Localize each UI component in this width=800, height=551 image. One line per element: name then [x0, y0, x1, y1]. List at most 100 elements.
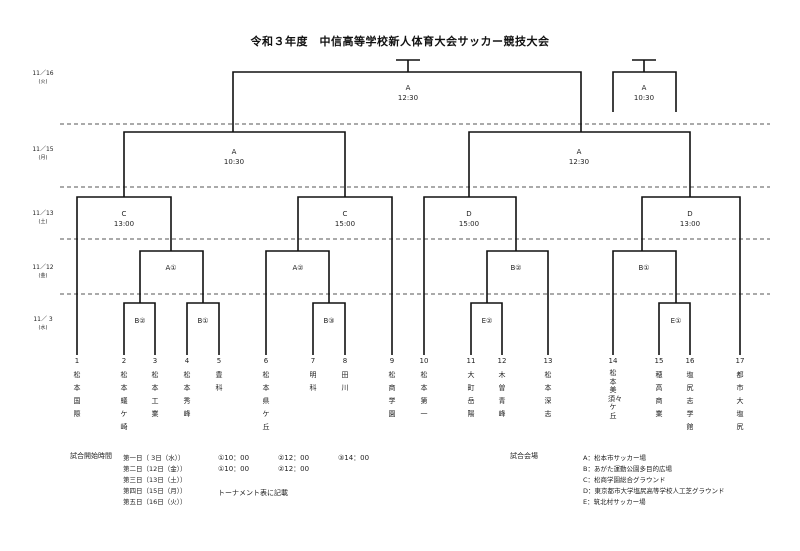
date-label: 11／16 — [32, 70, 54, 77]
team-10: 10 松本第一 — [417, 357, 431, 421]
venue-item: B：あがた運動公園多目的広場 — [583, 465, 672, 473]
venue-item: A：松本市サッカー場 — [583, 454, 646, 462]
weekday-label: (水) — [38, 325, 48, 331]
third-place-bracket — [612, 71, 677, 112]
date-label: 11／ 3 — [33, 316, 53, 323]
team-name: 松本秀峰 — [183, 371, 191, 418]
team-name: 松本美須々ケ丘 — [608, 369, 622, 420]
team-7: 7 明科 — [306, 357, 320, 395]
venue-item: D：東京都市大学塩尻高等学校人工芝グラウンド — [583, 487, 725, 495]
weekday-label: (金) — [38, 273, 48, 279]
r2b-label: A② — [292, 264, 303, 272]
qf4-venue: D — [687, 210, 692, 218]
venue-item: C：松商学園総合グラウンド — [583, 476, 666, 484]
r1b-label: B① — [197, 317, 208, 325]
date-final: 11／16 (火) — [28, 70, 58, 86]
qf2-time: 15:00 — [335, 220, 355, 228]
team-number: 5 — [216, 357, 222, 365]
r1c-label: B③ — [323, 317, 334, 325]
r1a-bracket — [123, 302, 156, 355]
team-name: 豊科 — [215, 371, 223, 392]
team-name: 都市大塩尻 — [736, 371, 744, 431]
day1-time-2: ②12：00 — [278, 454, 310, 462]
r2a-label: A① — [165, 264, 176, 272]
team-17: 17 都市大塩尻 — [733, 357, 747, 434]
semi-right-time: 12:30 — [569, 158, 589, 166]
qf2-bracket — [297, 196, 393, 355]
final-bracket — [232, 71, 582, 132]
final-trophy — [396, 59, 420, 72]
date-r2: 11／12 (金) — [28, 264, 58, 280]
date-label: 11／12 — [32, 264, 54, 271]
qf1-time: 13:00 — [114, 220, 134, 228]
team-number: 13 — [543, 357, 553, 365]
team-number: 6 — [263, 357, 269, 365]
team-name: 塩尻志学館 — [686, 371, 694, 431]
weekday-label: (土) — [38, 219, 48, 225]
start-time-label: 試合開始時間 — [70, 452, 112, 460]
semi-left-venue: A — [232, 148, 237, 156]
venue-label: 試合会場 — [510, 452, 538, 460]
third-place-venue: A — [642, 84, 647, 92]
team-number: 10 — [419, 357, 429, 365]
r1c-bracket — [312, 302, 346, 355]
team-number: 14 — [608, 357, 618, 365]
day1-time-3: ③14：00 — [338, 454, 370, 462]
team-name: 松商学園 — [388, 371, 396, 418]
r1d-label: E② — [482, 317, 493, 325]
qf3-bracket — [423, 196, 517, 355]
day-item: 第二日（12日（金）） — [123, 465, 187, 473]
date-semi: 11／15(月) — [28, 146, 58, 162]
team-name: 穂高商業 — [655, 371, 663, 418]
team-number: 1 — [74, 357, 80, 365]
r1d-bracket — [470, 302, 503, 355]
team-number: 17 — [735, 357, 745, 365]
team-name: 松本第一 — [420, 371, 428, 418]
team-number: 3 — [152, 357, 158, 365]
r1e-label: E① — [671, 317, 682, 325]
team-number: 7 — [310, 357, 316, 365]
day-item: 第三日（13日（土）） — [123, 476, 187, 484]
day2-time-1: ①10：00 — [218, 465, 250, 473]
team-name: 大町岳陽 — [467, 371, 475, 418]
semi-left-bracket — [123, 131, 346, 197]
qf2-venue: C — [343, 210, 348, 218]
day-item: 第五日（16日（火）） — [123, 498, 187, 506]
page-title: 令和３年度 中信高等学校新人体育大会サッカー競技大会 — [250, 35, 550, 48]
team-name: 松本工業 — [151, 371, 159, 418]
team-14: 14 松本美須々ケ丘 — [606, 357, 622, 421]
team-number: 8 — [342, 357, 348, 365]
team-number: 2 — [121, 357, 127, 365]
semi-right-venue: A — [577, 148, 582, 156]
qf4-bracket — [641, 196, 741, 355]
semi-right-bracket — [468, 131, 691, 197]
schedule-note: トーナメント表に記載 — [218, 489, 288, 497]
r2c-label: B② — [510, 264, 521, 272]
team-3: 3 松本工業 — [148, 357, 162, 421]
qf4-time: 13:00 — [680, 220, 700, 228]
third-place-trophy — [632, 59, 656, 72]
bracket-lines — [76, 59, 741, 355]
weekday-label: (火) — [38, 79, 48, 85]
r1a-label: B② — [134, 317, 145, 325]
r2a-bracket — [139, 250, 204, 303]
venue-list: A：松本市サッカー場 B：あがた運動公園多目的広場 C：松商学園総合グラウンド … — [583, 453, 725, 508]
day-list: 第一日（ 3日（水）） 第二日（12日（金）） 第三日（13日（土）） 第四日（… — [123, 453, 187, 508]
r1b-bracket — [186, 302, 220, 355]
team-name: 明科 — [309, 371, 317, 392]
day-item: 第四日（15日（月）） — [123, 487, 187, 495]
qf1-venue: C — [122, 210, 127, 218]
r2c-bracket — [486, 250, 549, 355]
